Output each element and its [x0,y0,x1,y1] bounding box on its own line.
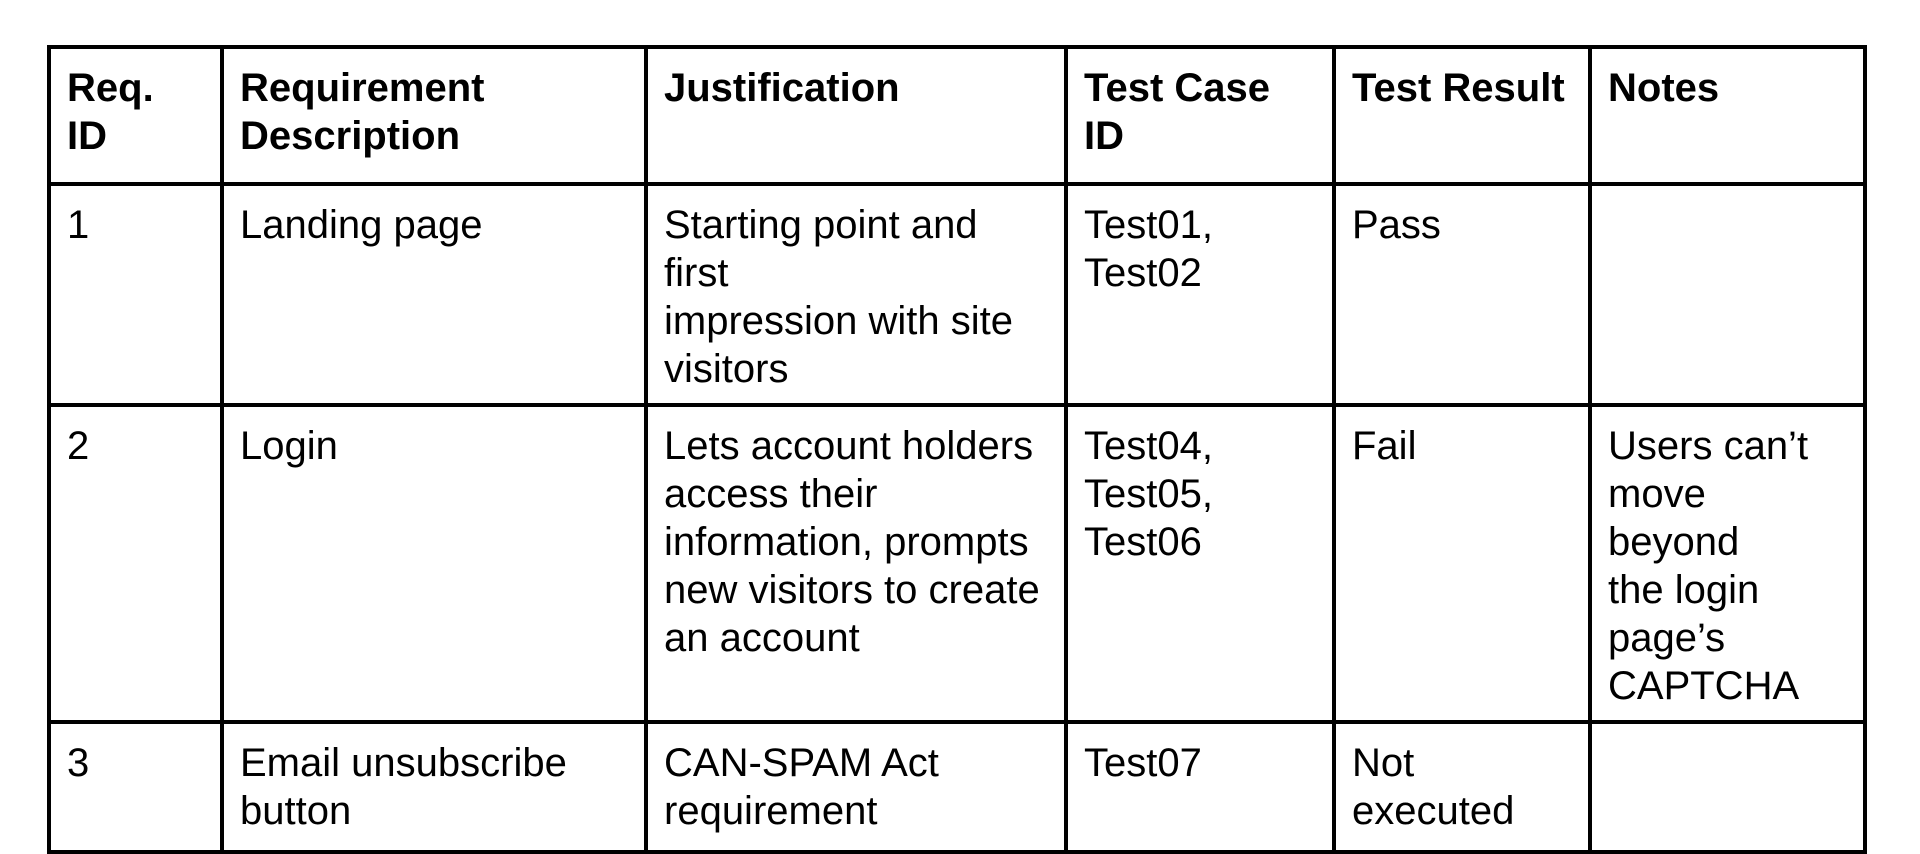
column-header-notes: Notes [1588,45,1867,186]
cell-test-result: Not executed [1332,720,1592,854]
table-row: 3 Email unsubscribe button CAN-SPAM Act … [47,720,1867,854]
cell-test-result: Pass [1332,182,1592,407]
cell-test-case-id: Test07 [1064,720,1336,854]
column-header-test-case-id: Test Case ID [1064,45,1336,186]
table-row: 1 Landing page Starting point and first … [47,182,1867,407]
column-header-requirement-description: Requirement Description [220,45,648,186]
column-header-test-result: Test Result [1332,45,1592,186]
cell-test-result: Fail [1332,403,1592,724]
table-row: 2 Login Lets account holders access thei… [47,403,1867,724]
cell-req-id: 2 [47,403,224,724]
column-header-justification: Justification [644,45,1068,186]
cell-req-id: 3 [47,720,224,854]
cell-requirement-description: Login [220,403,648,724]
requirements-traceability-table: Req. ID Requirement Description Justific… [47,45,1867,854]
cell-requirement-description: Landing page [220,182,648,407]
cell-notes [1588,720,1867,854]
cell-notes: Users can’t move beyond the login page’s… [1588,403,1867,724]
cell-test-case-id: Test04, Test05, Test06 [1064,403,1336,724]
table-header-row: Req. ID Requirement Description Justific… [47,45,1867,186]
cell-test-case-id: Test01, Test02 [1064,182,1336,407]
cell-justification: Starting point and first impression with… [644,182,1068,407]
cell-req-id: 1 [47,182,224,407]
cell-justification: Lets account holders access their inform… [644,403,1068,724]
cell-notes [1588,182,1867,407]
column-header-req-id: Req. ID [47,45,224,186]
cell-justification: CAN-SPAM Act requirement [644,720,1068,854]
cell-requirement-description: Email unsubscribe button [220,720,648,854]
